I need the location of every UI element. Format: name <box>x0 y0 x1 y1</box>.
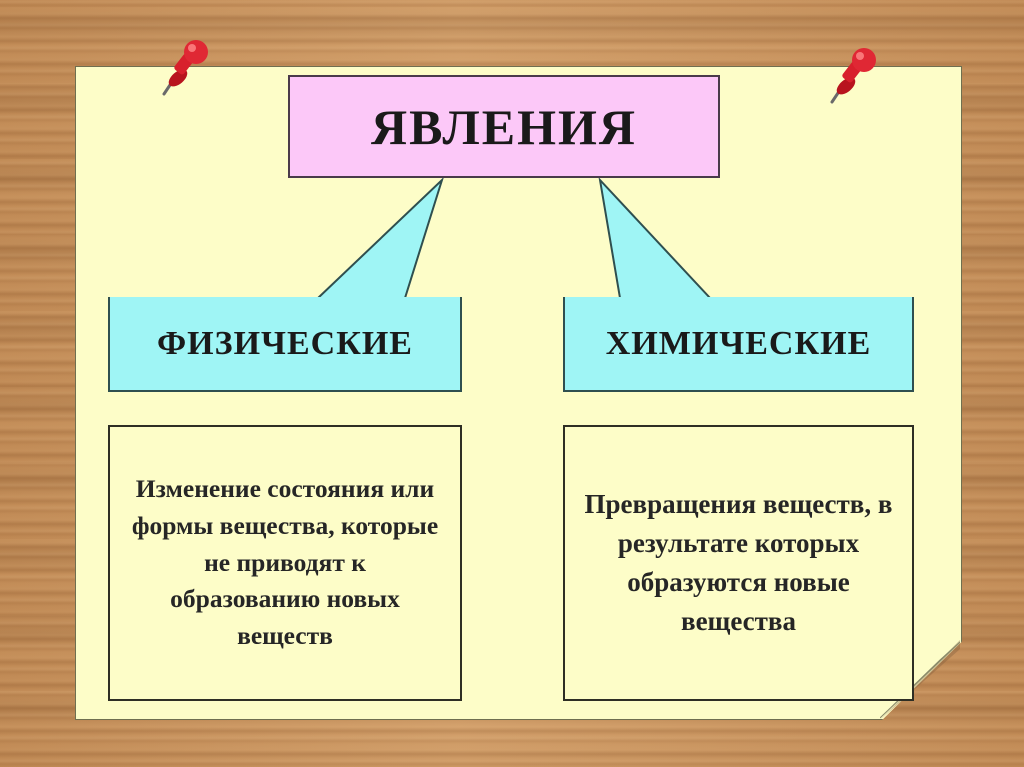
category-physical-label: ФИЗИЧЕСКИЕ <box>156 324 413 362</box>
description-physical-text: Изменение состояния или формы вещества, … <box>131 473 439 651</box>
description-physical-box: Изменение состояния или формы вещества, … <box>108 425 462 701</box>
push-pin-icon <box>830 48 876 104</box>
title-box: ЯВЛЕНИЯ <box>288 75 720 178</box>
title-text: ЯВЛЕНИЯ <box>370 98 638 155</box>
category-chemical-box: ХИМИЧЕСКИЕ <box>563 297 914 392</box>
description-chemical-text: Превращения веществ, в результате которы… <box>584 488 893 637</box>
description-chemical-box: Превращения веществ, в результате которы… <box>563 425 914 701</box>
category-chemical-label: ХИМИЧЕСКИЕ <box>605 324 872 362</box>
connector-left <box>315 176 445 299</box>
category-physical-box: ФИЗИЧЕСКИЕ <box>108 297 462 392</box>
connector-right <box>598 176 713 299</box>
push-pin-icon <box>162 40 208 96</box>
